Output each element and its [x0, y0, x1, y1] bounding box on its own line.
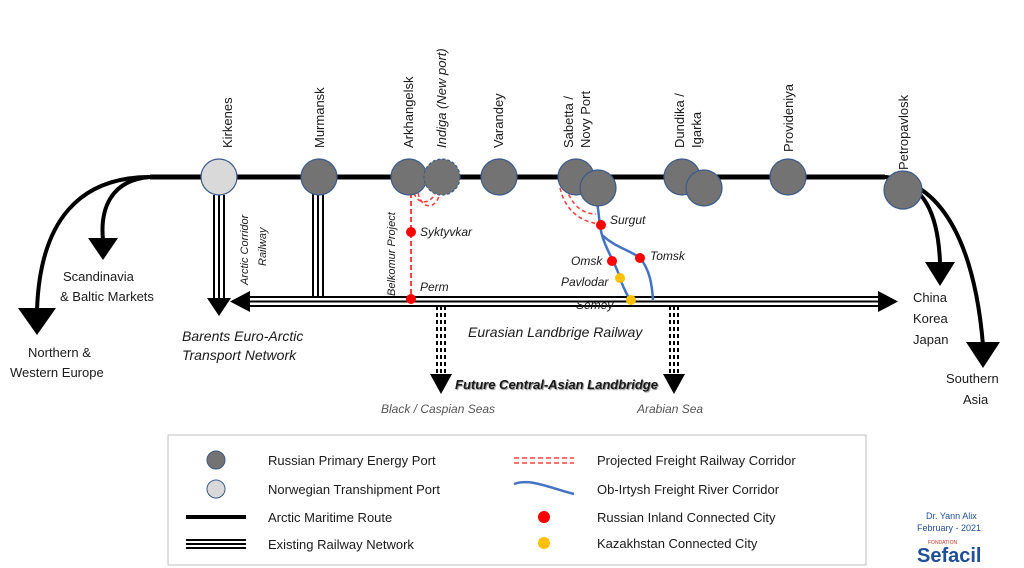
- arctic-corridor-label-2: Railway: [257, 226, 269, 266]
- city-semey: Semey: [576, 295, 636, 312]
- city-label-tomsk: Tomsk: [650, 249, 686, 263]
- port-arkhangelsk: Arkhangelsk: [390, 76, 428, 196]
- city-label-omsk: Omsk: [571, 254, 603, 268]
- legend-railway-icon: [186, 539, 246, 549]
- city-surgut: Surgut: [596, 213, 646, 230]
- logo: Sefacil: [917, 545, 981, 567]
- arctic-corridor-label-1: Arctic Corridor: [239, 213, 251, 286]
- northern-europe-arrowhead: [18, 308, 56, 335]
- korea-label: Korea: [913, 311, 948, 326]
- legend-projected-icon: [514, 457, 574, 464]
- port-label-dundika: Dundika /: [672, 93, 687, 148]
- port-dundika: Dundika / Igarka: [663, 93, 723, 207]
- arabian-sea-label: Arabian Sea: [636, 402, 703, 416]
- legend-kazakh-city: Kazakhstan Connected City: [597, 536, 758, 551]
- port-murmansk: Murmansk: [300, 87, 338, 196]
- city-label-pavlodar: Pavlodar: [561, 275, 609, 289]
- port-sabetta: Sabetta / Novy Port: [557, 91, 617, 207]
- eurasian-label: Eurasian Landbrige Railway: [468, 324, 643, 340]
- northern-europe-label-2: Western Europe: [10, 365, 104, 380]
- legend-norwegian-port-icon: [206, 479, 226, 499]
- legend-railway: Existing Railway Network: [268, 537, 414, 552]
- legend-river-icon: [513, 480, 575, 496]
- scandinavia-label-2: & Baltic Markets: [60, 289, 154, 304]
- china-label: China: [913, 290, 948, 305]
- japan-label: Japan: [913, 332, 948, 347]
- port-label-sabetta: Sabetta /: [561, 96, 576, 148]
- legend: Russian Primary Energy Port Norwegian Tr…: [167, 434, 867, 566]
- city-omsk: Omsk: [571, 254, 617, 268]
- port-label-provideniya: Provideniya: [781, 83, 796, 152]
- city-perm: Perm: [406, 280, 449, 304]
- legend-kazakh-city-icon: [538, 537, 550, 549]
- future-landbridge-east: [663, 306, 685, 394]
- barents-label-2: Transport Network: [182, 347, 297, 363]
- legend-projected: Projected Freight Railway Corridor: [597, 453, 796, 468]
- city-label-surgut: Surgut: [610, 213, 646, 227]
- port-label-novy-port: Novy Port: [578, 91, 593, 148]
- port-label-arkhangelsk: Arkhangelsk: [401, 76, 416, 148]
- southern-asia-label-2: Asia: [963, 392, 989, 407]
- city-pavlodar: Pavlodar: [561, 273, 625, 289]
- port-petropavlosk: Petropavlosk: [883, 94, 923, 210]
- credit-date: February - 2021: [917, 523, 981, 533]
- barents-railway: [207, 195, 231, 316]
- northern-europe-label-1: Northern &: [28, 345, 91, 360]
- maritime-route: [35, 174, 985, 346]
- china-arrowhead: [925, 262, 955, 286]
- legend-maritime: Arctic Maritime Route: [268, 510, 392, 525]
- scandinavia-arrowhead: [88, 238, 118, 260]
- port-varandey: Varandey: [480, 93, 518, 196]
- port-label-kirkenes: Kirkenes: [220, 97, 235, 148]
- belkomur-label: Belkomur Project: [386, 211, 398, 296]
- port-label-varandey: Varandey: [491, 93, 506, 148]
- legend-norwegian-port: Norwegian Transhipment Port: [268, 482, 440, 497]
- city-label-syktyvkar: Syktyvkar: [420, 225, 473, 239]
- port-label-igarka: Igarka: [689, 111, 704, 148]
- barents-label-1: Barents Euro-Arctic: [182, 328, 303, 344]
- city-label-perm: Perm: [420, 280, 449, 294]
- sabetta-projected-corridor: [559, 187, 601, 225]
- legend-river: Ob-Irtysh Freight River Corridor: [597, 482, 780, 497]
- port-label-petropavlosk: Petropavlosk: [896, 94, 911, 170]
- port-indiga: Indiga (New port): [423, 48, 461, 196]
- city-syktyvkar: Syktyvkar: [406, 225, 473, 239]
- port-kirkenes: Kirkenes: [200, 97, 238, 196]
- southern-asia-label-1: Southern: [946, 371, 999, 386]
- legend-russian-city-icon: [538, 511, 550, 523]
- city-label-semey: Semey: [576, 298, 614, 312]
- black-caspian-label: Black / Caspian Seas: [381, 402, 495, 416]
- eurasian-landbridge-railway: [230, 291, 898, 312]
- port-label-indiga: Indiga (New port): [434, 48, 449, 148]
- scandinavia-label-1: Scandinavia: [63, 269, 135, 284]
- arctic-corridor-railway: [312, 192, 324, 297]
- credit-block: Dr. Yann Alix February - 2021 FONDATION …: [917, 511, 981, 567]
- future-landbridge-west: [430, 306, 452, 394]
- port-label-murmansk: Murmansk: [312, 87, 327, 148]
- logo-small-text: FONDATION: [928, 540, 957, 546]
- legend-primary-port: Russian Primary Energy Port: [268, 453, 436, 468]
- credit-author: Dr. Yann Alix: [926, 511, 977, 521]
- legend-russian-city: Russian Inland Connected City: [597, 510, 776, 525]
- belkomur-projected-corridor: [410, 191, 441, 300]
- southern-asia-arrowhead: [966, 342, 1000, 368]
- legend-primary-port-icon: [206, 450, 226, 470]
- city-tomsk: Tomsk: [635, 249, 686, 263]
- future-landbridge-label: Future Central-Asian Landbridge: [455, 377, 658, 392]
- port-provideniya: Provideniya: [769, 83, 807, 196]
